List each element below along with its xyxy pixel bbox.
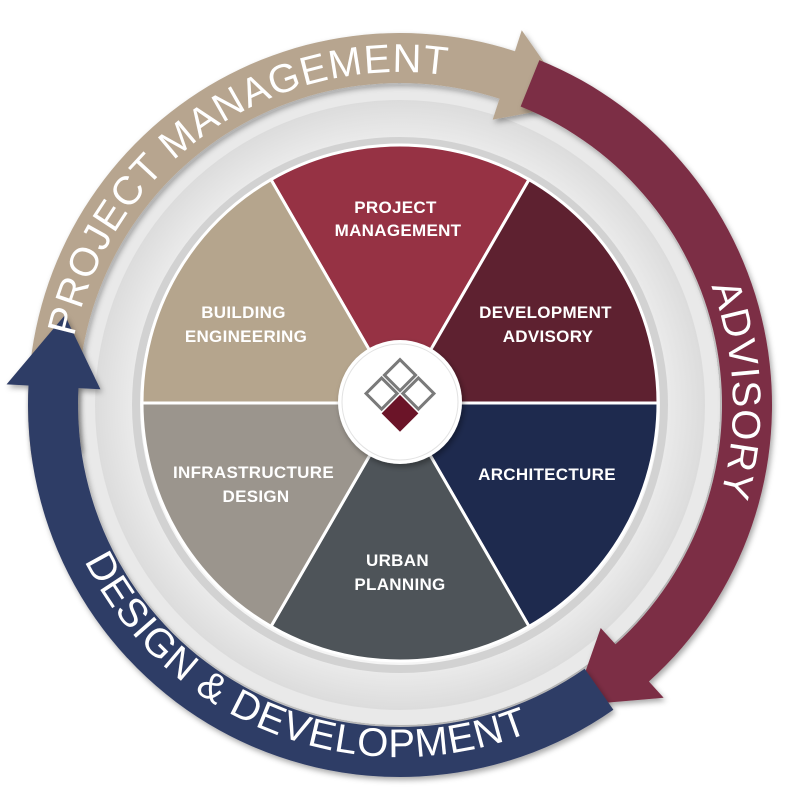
segment-label-building-engineering: BUILDING ENGINEERING bbox=[185, 303, 307, 346]
cycle-arrows bbox=[6, 30, 772, 777]
segment-label-urban-planning: URBAN PLANNING bbox=[354, 551, 445, 594]
arrow-project-management bbox=[28, 30, 574, 457]
segment-label-architecture: ARCHITECTURE bbox=[478, 465, 616, 484]
segment-labels: PROJECT MANAGEMENT DEVELOPMENT ADVISORY … bbox=[173, 198, 617, 594]
arrow-advisory bbox=[520, 60, 772, 706]
segment-label-development-advisory: DEVELOPMENT ADVISORY bbox=[479, 303, 617, 346]
company-logo bbox=[338, 340, 462, 464]
segment-infrastructure-design bbox=[140, 401, 403, 629]
segment-label-infrastructure-design: INFRASTRUCTURE DESIGN bbox=[173, 463, 339, 506]
segment-building-engineering bbox=[140, 177, 403, 405]
segment-architecture bbox=[397, 401, 660, 629]
segment-development-advisory bbox=[397, 177, 660, 405]
segment-wheel bbox=[140, 143, 660, 663]
segment-project-management bbox=[268, 143, 532, 407]
segment-urban-planning bbox=[268, 399, 532, 663]
arrow-design-development bbox=[6, 315, 614, 777]
segment-label-project-management: PROJECT MANAGEMENT bbox=[335, 198, 462, 240]
